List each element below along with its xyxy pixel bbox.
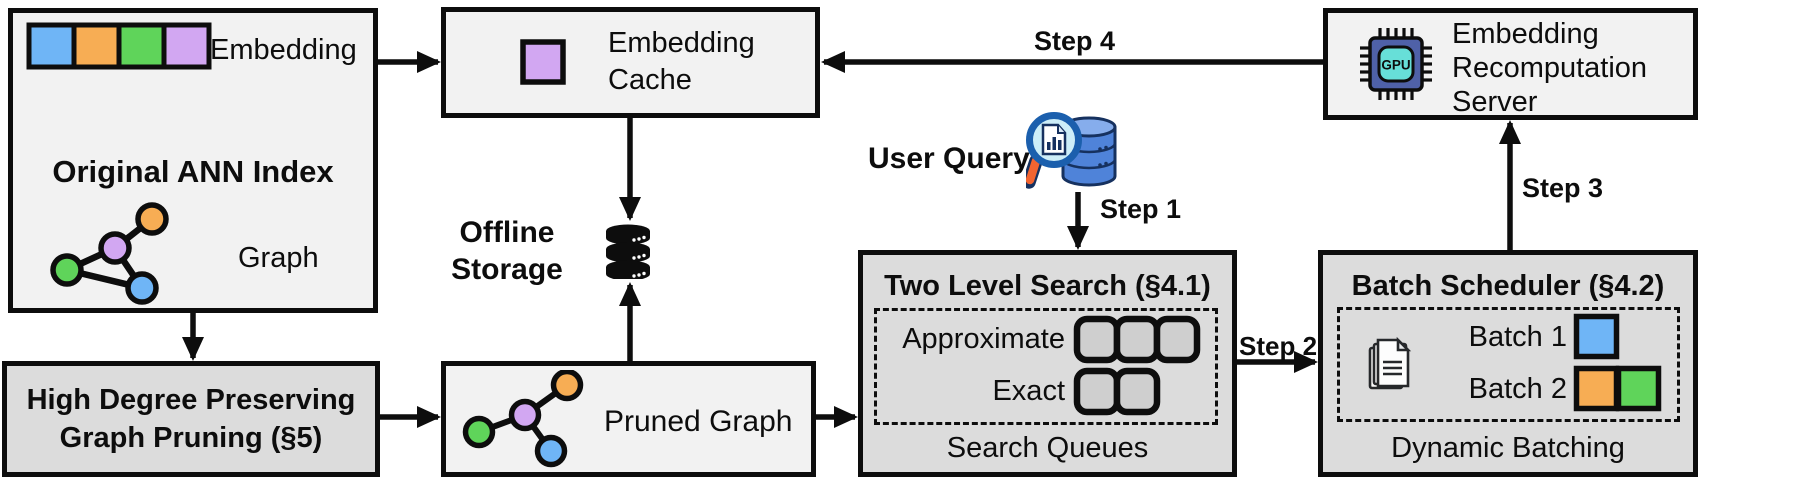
graph-icon (50, 202, 169, 305)
high-degree-pruning-box: High Degree Preserving Graph Pruning (§5… (2, 361, 380, 477)
exact-queue-slots-icon (1073, 367, 1161, 416)
pruned-graph-icon (462, 370, 584, 468)
recomputation-server-label: Embedding Recomputation Server (1452, 18, 1648, 118)
database-icon (606, 224, 650, 279)
batch1-embedding-icon (1573, 313, 1620, 360)
step1-label: Step 1 (1100, 194, 1182, 224)
batch-scheduler-box: Batch Scheduler (§4.2) Batch 1 Ba (1318, 250, 1698, 477)
search-queues-panel: Approximate Exact (874, 308, 1218, 425)
query-search-database-icon (1026, 112, 1117, 189)
gpu-chip-icon: GPU (1360, 28, 1432, 100)
cached-embedding-icon (520, 39, 566, 85)
batch1-label: Batch 1 (1468, 321, 1567, 353)
original-ann-index-title: Original ANN Index (52, 154, 334, 189)
pruned-graph-label: Pruned Graph (604, 405, 793, 438)
graph-label: Graph (238, 242, 319, 274)
embedding-cache-box: Embedding Cache (441, 7, 820, 118)
approximate-label: Approximate (902, 323, 1065, 355)
pruned-graph-box: Pruned Graph (441, 361, 816, 477)
exact-label: Exact (992, 375, 1065, 407)
step3-label: Step 3 (1522, 173, 1604, 203)
high-degree-pruning-label: High Degree Preserving Graph Pruning (§5… (26, 384, 356, 454)
offline-storage-label: Offline Storage (451, 216, 563, 286)
original-ann-index-box: Embedding Original ANN Index Graph (8, 8, 378, 313)
dynamic-batching-panel: Batch 1 Batch 2 (1337, 307, 1680, 422)
batch-scheduler-title: Batch Scheduler (§4.2) (1351, 270, 1665, 302)
dynamic-batching-caption: Dynamic Batching (1391, 432, 1625, 464)
user-query-label: User Query (868, 142, 1030, 175)
step4-label: Step 4 (1034, 26, 1116, 56)
batch2-label: Batch 2 (1468, 373, 1567, 405)
batch2-embeddings-icon (1573, 365, 1662, 412)
two-level-search-box: Two Level Search (§4.1) Approximate Exac… (858, 250, 1237, 477)
step2-label: Step 2 (1239, 331, 1318, 361)
approximate-queue-slots-icon (1073, 315, 1201, 364)
embedding-vector-icon (26, 22, 212, 70)
gpu-chip-label: GPU (1381, 58, 1410, 73)
embedding-label: Embedding (210, 34, 357, 66)
embedding-cache-label: Embedding Cache (608, 27, 755, 96)
search-queues-caption: Search Queues (946, 432, 1149, 464)
two-level-search-title: Two Level Search (§4.1) (884, 270, 1211, 302)
documents-icon (1368, 336, 1412, 390)
recomputation-server-box: GPU Embedding Recomputation Server (1323, 8, 1698, 120)
